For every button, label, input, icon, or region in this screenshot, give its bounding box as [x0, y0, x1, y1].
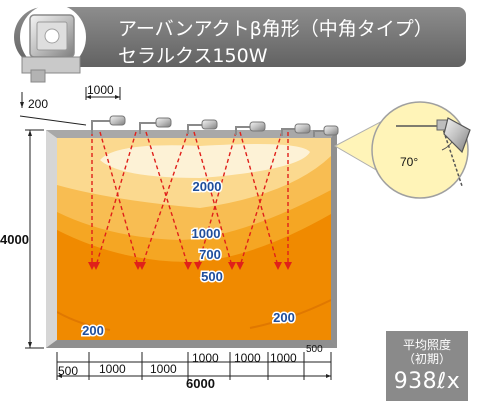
bottom-seg-4: 1000 [192, 351, 219, 365]
spacing-label: 1000 [87, 83, 114, 97]
header-bar: アーバンアクトβ角形（中角タイプ） セラルクス150W [14, 7, 466, 67]
lamp-title: セラルクス150W [118, 45, 268, 67]
fixture-4 [235, 121, 266, 135]
fixture-row [91, 115, 339, 137]
contour-700-label: 700 [199, 247, 221, 262]
dimension-lines [19, 87, 332, 380]
dimension-arrowheads [20, 95, 331, 378]
contour-200-right-label: 200 [273, 310, 295, 325]
beam-3b [193, 131, 233, 267]
beam-3a [141, 131, 189, 267]
beam-5a [239, 131, 283, 267]
beam-lines [91, 131, 289, 267]
angle-label: 70° [400, 155, 418, 169]
contour-200-left-label: 200 [82, 323, 104, 338]
beam-2a [95, 131, 137, 267]
product-line-title: アーバンアクトβ角形（中角タイプ） [118, 18, 433, 40]
fixture-5 [281, 123, 311, 136]
bottom-seg-6: 1000 [270, 351, 297, 365]
bottom-seg-7: 500 [306, 344, 323, 355]
contour-1000-label: 1000 [192, 226, 221, 241]
fixture-1 [91, 115, 126, 134]
height-label: 4000 [0, 232, 29, 247]
beam-2b [145, 131, 189, 267]
dimension-labels: 1000 200 4000 500 1000 1000 1000 1000 10… [0, 83, 323, 391]
beam-4b [239, 131, 279, 267]
illuminance-value: 938ℓx [393, 369, 461, 394]
bottom-seg-2: 1000 [99, 362, 126, 376]
contour-2000-label: 2000 [193, 179, 222, 194]
contour-500-label: 500 [201, 269, 223, 284]
beam-4a [197, 131, 237, 267]
illuminance-label: 平均照度 [402, 338, 451, 352]
contour-labels: 2000 1000 700 500 200 200 [81, 178, 297, 340]
offset-label: 200 [28, 97, 48, 111]
beam-arrowheads [88, 262, 292, 270]
bottom-seg-5: 1000 [234, 351, 261, 365]
floodlight-photo [20, 4, 86, 83]
angle-callout: 70° [333, 101, 471, 199]
fixture-3 [187, 119, 218, 134]
beam-1b [99, 131, 139, 267]
fixture-2 [139, 117, 172, 134]
bottom-seg-3: 1000 [150, 362, 177, 376]
illuminance-badge: 平均照度 （初期） 938ℓx [386, 331, 468, 401]
illuminance-sublabel: （初期） [402, 352, 451, 366]
total-width-label: 6000 [186, 376, 215, 391]
fixture-closeup [436, 117, 471, 154]
bottom-seg-1: 500 [58, 364, 78, 378]
illuminance-map [57, 138, 331, 340]
fixture-6 [313, 125, 339, 137]
